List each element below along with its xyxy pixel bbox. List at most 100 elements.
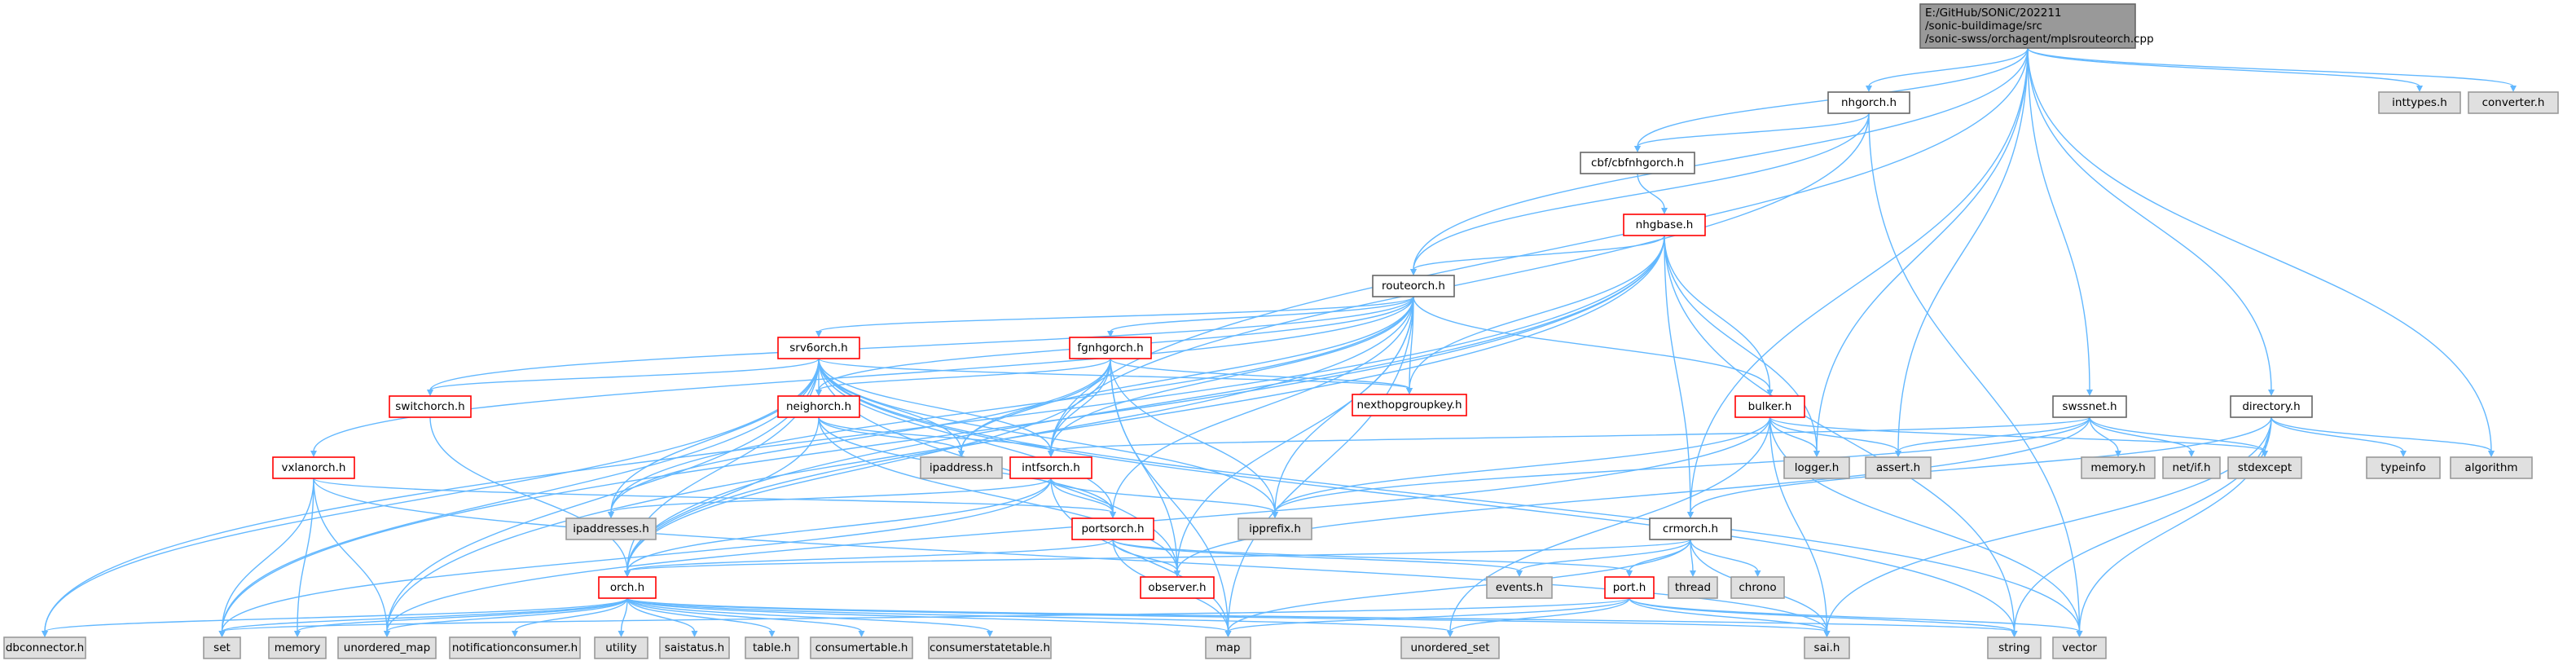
- node-vector[interactable]: vector: [2052, 636, 2107, 659]
- node-box: [1987, 636, 2042, 659]
- edge-arrowhead: [512, 631, 518, 637]
- edge-switchorch-to-orch: [429, 416, 628, 572]
- node-label: net/if.h: [2172, 461, 2210, 474]
- node-label: consumertable.h: [815, 641, 908, 654]
- node-nexthopgroupkey[interactable]: nexthopgroupkey.h: [1352, 394, 1467, 416]
- node-thread[interactable]: thread: [1668, 576, 1718, 599]
- edge-arrowhead: [2086, 390, 2093, 396]
- node-label: vector: [2062, 641, 2097, 654]
- node-label: srv6orch.h: [789, 341, 848, 355]
- edge-portsorch-to-events: [1112, 539, 1520, 572]
- node-netif[interactable]: net/if.h: [2162, 456, 2221, 479]
- node-label: inttypes.h: [2392, 96, 2447, 109]
- edge-fgnhgorch-to-ipprefix: [1110, 358, 1276, 513]
- node-string[interactable]: string: [1987, 636, 2042, 659]
- node-inttypes[interactable]: inttypes.h: [2378, 91, 2461, 114]
- edge-crmorch-to-chrono: [1690, 539, 1759, 572]
- node-unordered_map[interactable]: unordered_map: [337, 636, 437, 659]
- node-orch[interactable]: orch.h: [598, 576, 657, 599]
- edge-swssnet-to-stdexcept: [2089, 416, 2266, 452]
- node-stdexcept[interactable]: stdexcept: [2227, 456, 2302, 479]
- node-consumerstatetable[interactable]: consumerstatetable.h: [928, 636, 1052, 659]
- node-box: [268, 636, 327, 659]
- node-consumertable[interactable]: consumertable.h: [810, 636, 913, 659]
- edge-orch-to-set: [221, 597, 628, 632]
- edge-arrowhead: [1224, 631, 1232, 637]
- node-map[interactable]: map: [1205, 636, 1251, 659]
- edge-portsorch-to-orch: [626, 539, 1114, 572]
- node-box: [2227, 456, 2302, 479]
- node-neighorch[interactable]: neighorch.h: [777, 395, 860, 418]
- edge-srv6orch-to-dbconnector: [44, 358, 820, 632]
- node-crmorch[interactable]: crmorch.h: [1649, 517, 1732, 540]
- node-routeorch[interactable]: routeorch.h: [1372, 275, 1455, 297]
- node-set[interactable]: set: [203, 636, 241, 659]
- node-label: typeinfo: [2380, 461, 2425, 474]
- node-utility[interactable]: utility: [594, 636, 648, 659]
- node-box: [2378, 91, 2461, 114]
- edge-nhgbase-to-routeorch: [1413, 235, 1665, 271]
- edge-root-to-converter: [2027, 47, 2514, 87]
- node-box: [2052, 636, 2107, 659]
- node-chrono[interactable]: chrono: [1730, 576, 1785, 599]
- edge-arrowhead: [2416, 86, 2423, 92]
- node-label: observer.h: [1148, 581, 1206, 594]
- edge-orch-to-table: [626, 597, 773, 632]
- edge-crmorch-to-map: [1227, 539, 1691, 632]
- node-intfsorch[interactable]: intfsorch.h: [1009, 456, 1092, 479]
- edge-bulker-to-assert: [1769, 416, 1899, 452]
- node-directory[interactable]: directory.h: [2230, 395, 2313, 418]
- node-logger[interactable]: logger.h: [1783, 456, 1850, 479]
- edge-directory-to-typeinfo: [2270, 416, 2404, 452]
- edge-arrowhead: [1272, 512, 1278, 518]
- edge-orch-to-consumertable: [626, 597, 863, 632]
- node-converter[interactable]: converter.h: [2468, 91, 2559, 114]
- edge-arrowhead: [618, 631, 625, 637]
- node-notificationconsumer[interactable]: notificationconsumer.h: [449, 636, 581, 659]
- node-memory[interactable]: memory: [268, 636, 327, 659]
- edge-arrowhead: [1813, 451, 1820, 457]
- node-memoryh[interactable]: memory.h: [2081, 456, 2156, 479]
- node-portsorch[interactable]: portsorch.h: [1071, 517, 1154, 540]
- node-label: bulker.h: [1748, 400, 1792, 413]
- node-nhgbase[interactable]: nhgbase.h: [1623, 214, 1706, 236]
- node-saistatus[interactable]: saistatus.h: [659, 636, 730, 659]
- node-label: string: [1998, 641, 2030, 654]
- edge-crmorch-to-events: [1519, 539, 1691, 572]
- node-ipprefix[interactable]: ipprefix.h: [1237, 517, 1312, 540]
- edge-vxlanorch-to-set: [221, 478, 314, 632]
- node-label: stdexcept: [2238, 461, 2292, 474]
- edge-root-to-swssnet: [2027, 47, 2090, 391]
- node-table[interactable]: table.h: [745, 636, 799, 659]
- node-observer[interactable]: observer.h: [1140, 576, 1215, 599]
- node-algorithm[interactable]: algorithm: [2450, 456, 2533, 479]
- edge-arrowhead: [768, 631, 776, 637]
- node-vxlanorch[interactable]: vxlanorch.h: [272, 456, 355, 479]
- edge-srv6orch-to-nexthopgroupkey: [818, 358, 1410, 390]
- node-typeinfo[interactable]: typeinfo: [2366, 456, 2441, 479]
- edge-nhgbase-to-set: [221, 235, 1665, 632]
- edge-arrowhead: [1516, 570, 1523, 577]
- edge-orch-to-string: [626, 597, 2016, 632]
- node-nhgorch[interactable]: nhgorch.h: [1827, 91, 1910, 114]
- node-cbf[interactable]: cbf/cbfnhgorch.h: [1580, 152, 1695, 174]
- node-sai[interactable]: sai.h: [1804, 636, 1850, 659]
- node-port[interactable]: port.h: [1604, 576, 1655, 599]
- node-switchorch[interactable]: switchorch.h: [389, 395, 472, 418]
- edge-orch-to-utility: [620, 597, 628, 632]
- node-srv6orch[interactable]: srv6orch.h: [777, 337, 860, 359]
- node-fgnhgorch[interactable]: fgnhgorch.h: [1069, 337, 1152, 359]
- node-ipaddress[interactable]: ipaddress.h: [920, 456, 1003, 479]
- node-dbconnector[interactable]: dbconnector.h: [3, 636, 86, 659]
- node-events[interactable]: events.h: [1486, 576, 1553, 599]
- node-ipaddresses[interactable]: ipaddresses.h: [565, 517, 657, 540]
- edge-root-to-inttypes: [2027, 47, 2420, 87]
- node-assert[interactable]: assert.h: [1865, 456, 1932, 479]
- edge-directory-to-crmorch: [1690, 416, 2272, 513]
- node-unordered_set[interactable]: unordered_set: [1400, 636, 1500, 659]
- edge-port-to-unordered_set: [1449, 597, 1630, 632]
- edge-arrowhead: [1766, 390, 1774, 396]
- node-root[interactable]: E:/GitHub/SONiC/202211/sonic-buildimage/…: [1919, 3, 2154, 49]
- node-bulker[interactable]: bulker.h: [1734, 395, 1805, 418]
- node-swssnet[interactable]: swssnet.h: [2052, 395, 2127, 418]
